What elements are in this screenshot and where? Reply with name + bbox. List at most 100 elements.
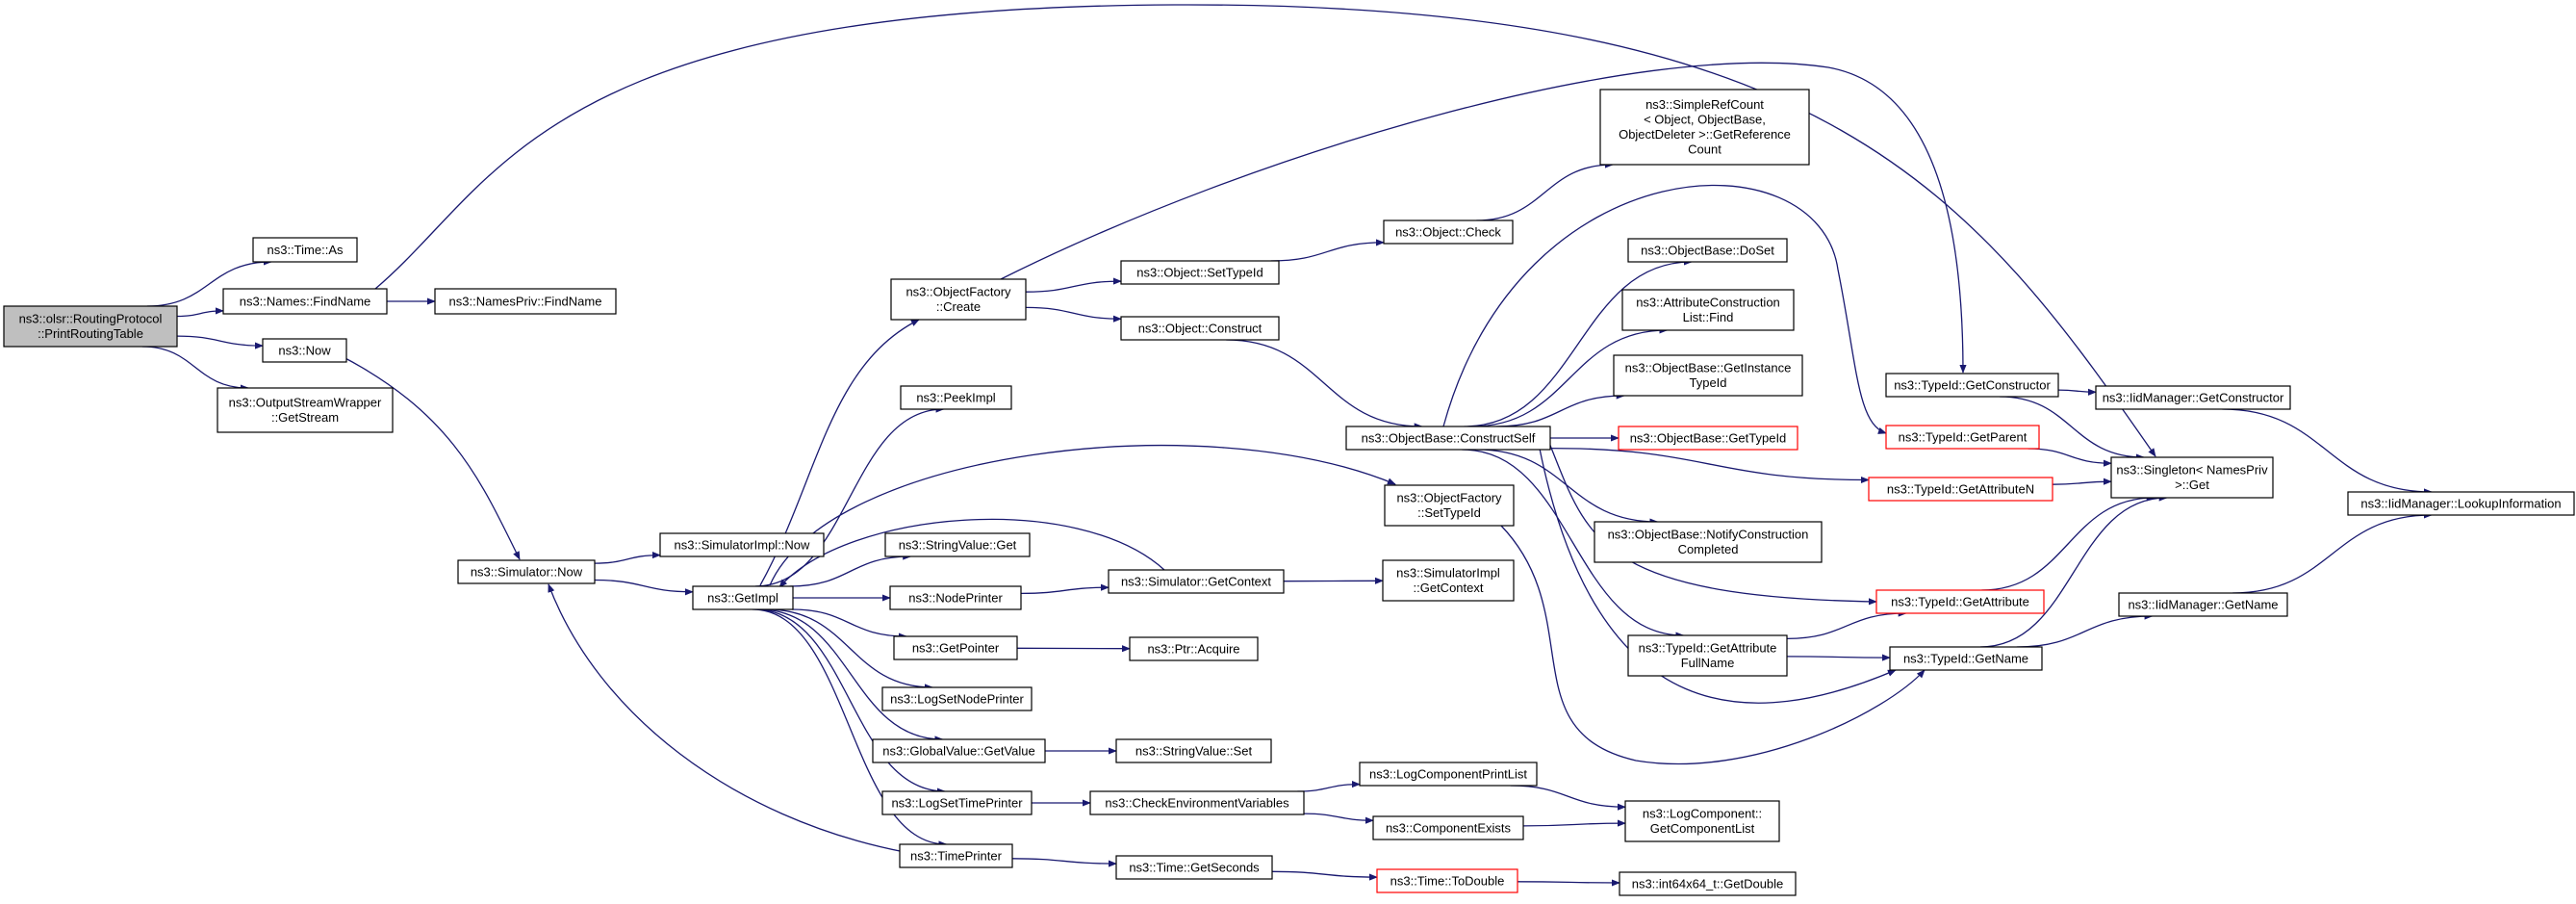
call-edge-simulator_getcontext-to-getimpl [778,518,1165,588]
node-box [1619,871,1797,896]
node-label-line: ns3::int64x64_t::GetDouble [1632,876,1784,891]
graph-node-time-getseconds[interactable]: ns3::Time::GetSeconds [1115,855,1273,880]
node-label-line: ns3::LogSetTimePrinter [891,795,1023,810]
graph-node-stringvalue-set[interactable]: ns3::StringValue::Set [1115,738,1272,763]
graph-node-getimpl[interactable]: ns3::GetImpl [692,585,794,610]
node-label-line: ns3::CheckEnvironmentVariables [1105,795,1289,810]
node-label-line: ns3::ObjectBase::GetInstance [1625,361,1792,375]
node-box [262,338,347,363]
graph-node-simimpl-getcontext[interactable]: ns3::SimulatorImpl::GetContext [1382,559,1515,602]
graph-node-now[interactable]: ns3::Now [262,338,347,363]
graph-node-typeid-getname[interactable]: ns3::TypeId::GetName [1889,646,2043,671]
node-label-line: ns3::AttributeConstruction [1636,296,1780,310]
node-box [1120,316,1280,341]
call-edge-typeid_getname-to-singleton_get [1979,494,2168,648]
graph-node-iidmanager-getconstructor[interactable]: ns3::IidManager::GetConstructor [2095,385,2291,410]
node-box [1621,289,1795,331]
graph-node-getpointer[interactable]: ns3::GetPointer [893,635,1018,660]
graph-node-simulator-now[interactable]: ns3::Simulator::Now [457,559,596,584]
graph-node-objbase-doset[interactable]: ns3::ObjectBase::DoSet [1627,238,1788,263]
node-label-line: ns3::ObjectBase::GetTypeId [1630,430,1787,445]
node-box [1372,815,1524,840]
node-label-line: < Object, ObjectBase, [1644,113,1766,127]
node-box [2118,592,2288,617]
graph-node-names-findname[interactable]: ns3::Names::FindName [222,288,388,315]
call-edge-simulator_now-to-getimpl [594,579,694,596]
node-label-line: ns3::ObjectBase::NotifyConstruction [1608,528,1809,542]
node-box [2095,385,2291,410]
graph-node-object-settypeid[interactable]: ns3::Object::SetTypeId [1120,260,1280,285]
call-edge-getimpl-to-logsetnodeprinter [767,608,933,691]
graph-node-simimpl-now[interactable]: ns3::SimulatorImpl::Now [659,532,825,557]
call-edge-objfactory_create-to-typeid_getconstructor [1000,62,1967,374]
call-edge-time_getseconds-to-time_todouble [1271,870,1378,881]
graph-node-iidmanager-getname[interactable]: ns3::IidManager::GetName [2118,592,2288,617]
graph-node-typeid-getconstructor[interactable]: ns3::TypeId::GetConstructor [1885,373,2059,398]
graph-node-simplerefcount[interactable]: ns3::SimpleRefCount< Object, ObjectBase,… [1599,89,1810,166]
graph-node-globalvalue-getvalue[interactable]: ns3::GlobalValue::GetValue [872,738,1046,763]
call-edge-typeid_getname-to-iidmanager_getname [2016,612,2154,648]
call-edge-getimpl-to-objfactory_settypeid [769,445,1396,586]
graph-node-objbase-gettypeid[interactable]: ns3::ObjectBase::GetTypeId [1618,426,1798,451]
node-label-line: ns3::IidManager::GetName [2128,597,2278,611]
node-label-line: List::Find [1683,310,1734,324]
node-box [434,288,617,315]
node-label-line: ns3::LogComponent:: [1643,807,1762,821]
graph-node-typeid-getattributen[interactable]: ns3::TypeId::GetAttributeN [1868,477,2053,502]
graph-node-time-todouble[interactable]: ns3::Time::ToDouble [1376,868,1518,893]
graph-node-iidmanager-lookupinformation[interactable]: ns3::IidManager::LookupInformation [2347,491,2575,516]
node-label-line: FullName [1681,656,1735,670]
node-box [1108,569,1285,594]
graph-node-root[interactable]: ns3::olsr::RoutingProtocol::PrintRouting… [3,305,178,348]
node-box [1382,559,1515,602]
graph-node-objbase-constructself[interactable]: ns3::ObjectBase::ConstructSelf [1345,426,1551,451]
graph-node-checkenv[interactable]: ns3::CheckEnvironmentVariables [1089,790,1305,815]
graph-node-int64x64-getdouble[interactable]: ns3::int64x64_t::GetDouble [1619,871,1797,896]
graph-node-nodeprinter[interactable]: ns3::NodePrinter [889,585,1022,610]
call-edge-objbase_constructself-to-attrconstructionlist_find [1471,326,1669,427]
node-label-line: ns3::TypeId::GetConstructor [1894,377,2051,392]
node-box [1129,636,1259,661]
node-label-line: ns3::Object::SetTypeId [1136,265,1263,279]
graph-node-typeid-getparent[interactable]: ns3::TypeId::GetParent [1885,425,2040,450]
graph-node-stringvalue-get[interactable]: ns3::StringValue::Get [884,532,1031,557]
graph-node-namespriv-findname[interactable]: ns3::NamesPriv::FindName [434,288,617,315]
graph-node-singleton-get[interactable]: ns3::Singleton< NamesPriv >::Get [2110,456,2274,499]
graph-node-objfactory-settypeid[interactable]: ns3::ObjectFactory::SetTypeId [1384,484,1515,527]
node-label-line: ns3::Time::GetSeconds [1129,860,1260,874]
call-edge-typeid_getattributen-to-singleton_get [2052,478,2112,485]
graph-node-object-check[interactable]: ns3::Object::Check [1383,220,1514,245]
graph-node-logcomponentprintlist[interactable]: ns3::LogComponentPrintList [1359,762,1538,787]
node-label-line: ns3::IidManager::GetConstructor [2103,390,2284,404]
graph-node-ptr-acquire[interactable]: ns3::Ptr::Acquire [1129,636,1259,661]
node-label-line: ns3::GetImpl [707,590,778,605]
graph-node-time-as[interactable]: ns3::Time::As [252,237,358,263]
call-edge-timeprinter-to-time_getseconds [1011,858,1117,867]
graph-node-logsetnodeprinter[interactable]: ns3::LogSetNodePrinter [881,686,1033,711]
graph-node-timeprinter[interactable]: ns3::TimePrinter [899,843,1013,868]
graph-node-typeid-getattribute[interactable]: ns3::TypeId::GetAttribute [1875,589,2045,614]
node-label-line: ns3::Object::Construct [1138,321,1262,335]
graph-node-logcomponent-getcomponentlist[interactable]: ns3::LogComponent::GetComponentList [1624,800,1780,842]
call-edge-typeid_getconstructor-to-singleton_get [2000,396,2145,461]
call-edge-root-to-osw_getstream [141,346,249,392]
node-label-line: ns3::TypeId::GetAttribute [1639,641,1777,656]
graph-node-logsettimeprinter[interactable]: ns3::LogSetTimePrinter [881,790,1033,815]
graph-node-objfactory-create[interactable]: ns3::ObjectFactory::Create [890,278,1027,321]
graph-node-objbase-notifyconstruction[interactable]: ns3::ObjectBase::NotifyConstructionCompl… [1594,521,1823,563]
graph-node-peekimpl[interactable]: ns3::PeekImpl [900,385,1012,410]
graph-node-object-construct[interactable]: ns3::Object::Construct [1120,316,1280,341]
call-edge-object_check-to-simplerefcount [1476,161,1614,221]
graph-node-simulator-getcontext[interactable]: ns3::Simulator::GetContext [1108,569,1285,594]
call-edge-objbase_constructself-to-objbase_notifyconstruction [1476,449,1659,526]
call-edge-nodeprinter-to-simulator_getcontext [1020,583,1109,595]
graph-node-componentexists[interactable]: ns3::ComponentExists [1372,815,1524,840]
call-edge-root-to-names_findname [176,307,224,318]
graph-node-osw-getstream[interactable]: ns3::OutputStreamWrapper::GetStream [217,387,394,433]
node-box [1627,238,1788,263]
node-label-line: ns3::ObjectBase::ConstructSelf [1362,430,1536,445]
